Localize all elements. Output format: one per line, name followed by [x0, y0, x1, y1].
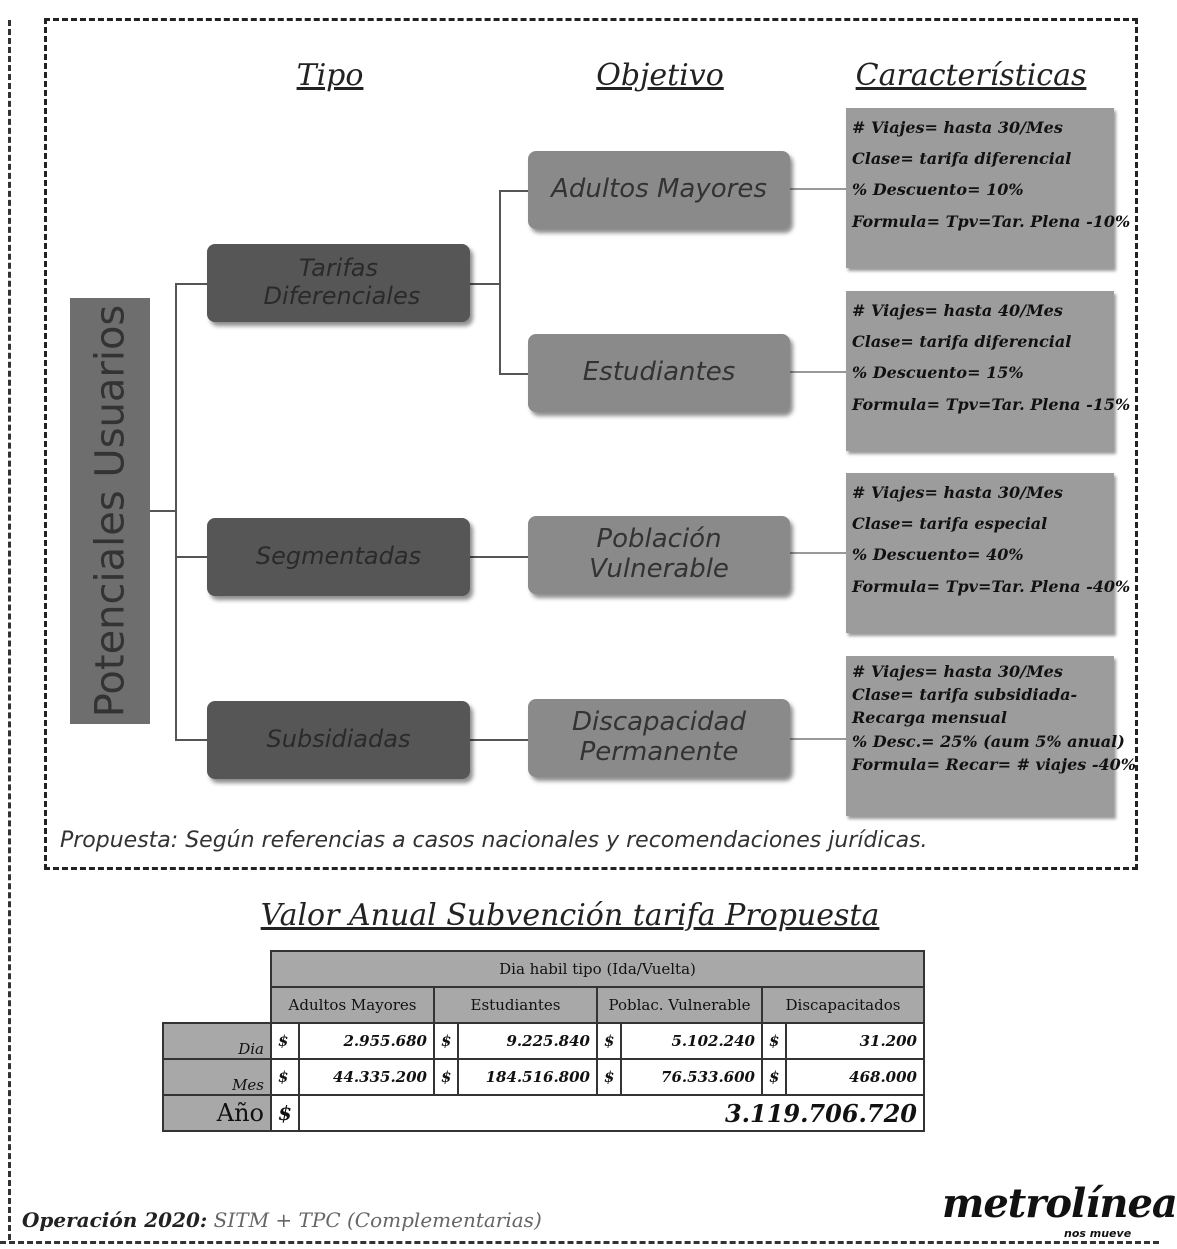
table-row: Dia $ 2.955.680 $ 9.225.840 $ 5.102.240 …	[162, 1022, 925, 1060]
connector	[499, 190, 501, 374]
currency-cell: $	[270, 1058, 300, 1096]
metrolinea-logo: metrolínea	[942, 1180, 1177, 1227]
connector	[499, 373, 529, 375]
type-label: Tarifas Diferenciales	[263, 254, 421, 310]
value-cell: 2.955.680	[297, 1022, 436, 1060]
objective-label: Población Vulnerable	[589, 524, 729, 584]
table-row: Mes $ 44.335.200 $ 184.516.800 $ 76.533.…	[162, 1058, 925, 1096]
objective-estudiantes: Estudiantes	[528, 334, 790, 412]
table-title: Valor Anual Subvención tarifa Propuesta	[260, 898, 880, 933]
row-label: Año	[162, 1094, 272, 1132]
footer-rest: SITM + TPC (Complementarias)	[207, 1208, 542, 1232]
currency-cell: $	[270, 1022, 300, 1060]
value-cell: 468.000	[785, 1058, 925, 1096]
note-line: % Descuento= 15%	[852, 363, 1024, 383]
value-cell: 9.225.840	[457, 1022, 598, 1060]
group-header: Dia habil tipo (Ida/Vuelta)	[270, 950, 925, 988]
column-header: Poblac. Vulnerable	[596, 986, 763, 1024]
objective-adultos-mayores: Adultos Mayores	[528, 151, 790, 229]
footer-text: Operación 2020: SITM + TPC (Complementar…	[22, 1208, 542, 1232]
connector	[470, 556, 528, 558]
note-line: Formula= Tpv=Tar. Plena -15%	[852, 394, 1131, 414]
note-line: # Viajes= hasta 30/Mes	[852, 662, 1063, 681]
objective-discapacidad-permanente: Discapacidad Permanente	[528, 699, 790, 777]
connector	[470, 739, 528, 741]
connector	[470, 283, 500, 285]
propuesta-note: Propuesta: Según referencias a casos nac…	[60, 828, 928, 853]
note-line: # Viajes= hasta 30/Mes	[852, 483, 1063, 502]
table-row: Dia habil tipo (Ida/Vuelta)	[163, 950, 925, 988]
connector	[175, 283, 207, 285]
currency-cell: $	[432, 1022, 460, 1060]
characteristics-note-3: # Viajes= hasta 30/Mes Clase= tarifa esp…	[846, 473, 1131, 633]
value-cell: 184.516.800	[457, 1058, 598, 1096]
empty-cell	[163, 951, 271, 987]
row-label: Mes	[162, 1058, 272, 1096]
note-line: Clase= tarifa subsidiada-	[852, 685, 1078, 705]
column-header: Estudiantes	[433, 986, 598, 1024]
logo-tagline: nos mueve	[1064, 1227, 1132, 1240]
currency-cell: $	[432, 1058, 460, 1096]
table-row: Adultos Mayores Estudiantes Poblac. Vuln…	[163, 986, 925, 1024]
value-cell: 44.335.200	[297, 1058, 436, 1096]
column-header: Adultos Mayores	[270, 986, 435, 1024]
currency-cell: $	[595, 1058, 623, 1096]
note-line: % Descuento= 40%	[852, 545, 1024, 565]
connector	[790, 371, 846, 373]
value-cell: 76.533.600	[620, 1058, 763, 1096]
row-label: Dia	[162, 1022, 272, 1060]
header-tipo: Tipo	[296, 58, 364, 93]
characteristics-note-1: # Viajes= hasta 30/Mes Clase= tarifa dif…	[846, 108, 1131, 268]
connector	[175, 739, 207, 741]
objective-label: Discapacidad Permanente	[572, 707, 746, 767]
footer-bold: Operación 2020:	[22, 1208, 208, 1232]
type-subsidiadas: Subsidiadas	[207, 701, 470, 779]
year-total: 3.119.706.720	[297, 1094, 926, 1132]
value-cell: 5.102.240	[620, 1022, 763, 1060]
objective-poblacion-vulnerable: Población Vulnerable	[528, 516, 790, 594]
header-objetivo: Objetivo	[596, 58, 724, 93]
left-dashed-border	[8, 20, 11, 1240]
note-line: Formula= Recar= # viajes -40%	[852, 754, 1136, 774]
root-label: Potenciales Usuarios	[87, 304, 133, 718]
characteristics-note-4: # Viajes= hasta 30/Mes Clase= tarifa sub…	[846, 656, 1136, 816]
note-line: # Viajes= hasta 30/Mes	[852, 118, 1063, 137]
type-tarifas-diferenciales: Tarifas Diferenciales	[207, 244, 470, 322]
note-line: % Desc.= 25% (aum 5% anual)	[852, 731, 1125, 751]
column-header: Discapacitados	[761, 986, 925, 1024]
characteristics-note-2: # Viajes= hasta 40/Mes Clase= tarifa dif…	[846, 291, 1131, 451]
type-label: Segmentadas	[255, 542, 422, 571]
currency-cell: $	[760, 1058, 788, 1096]
currency-cell: $	[270, 1094, 300, 1132]
note-line: Formula= Tpv=Tar. Plena -40%	[852, 576, 1131, 596]
connector	[790, 738, 846, 740]
objective-label: Adultos Mayores	[551, 174, 767, 205]
connector	[499, 190, 529, 192]
note-line: % Descuento= 10%	[852, 180, 1024, 200]
note-line: # Viajes= hasta 40/Mes	[852, 301, 1063, 320]
diagram-frame	[44, 18, 1138, 870]
connector	[175, 556, 207, 558]
note-line: Clase= tarifa especial	[852, 514, 1048, 534]
note-line: Clase= tarifa diferencial	[852, 332, 1072, 352]
type-label: Subsidiadas	[266, 725, 411, 754]
table-row: Año $ 3.119.706.720	[162, 1094, 926, 1132]
root-box: Potenciales Usuarios	[70, 298, 150, 724]
connector	[150, 510, 176, 512]
value-cell: 31.200	[785, 1022, 925, 1060]
currency-cell: $	[595, 1022, 623, 1060]
type-segmentadas: Segmentadas	[207, 518, 470, 596]
note-line: Formula= Tpv=Tar. Plena -10%	[852, 211, 1131, 231]
currency-cell: $	[760, 1022, 788, 1060]
note-line: Clase= tarifa diferencial	[852, 149, 1072, 169]
connector	[790, 552, 846, 554]
subsidy-table: Dia habil tipo (Ida/Vuelta) Adultos Mayo…	[162, 950, 926, 1132]
empty-cell	[163, 987, 271, 1023]
header-caracteristicas: Características	[855, 58, 1087, 93]
note-line: Recarga mensual	[852, 708, 1007, 728]
connector	[175, 283, 177, 740]
connector	[790, 188, 846, 190]
bottom-dashed-border	[0, 1241, 1159, 1244]
objective-label: Estudiantes	[582, 357, 736, 388]
